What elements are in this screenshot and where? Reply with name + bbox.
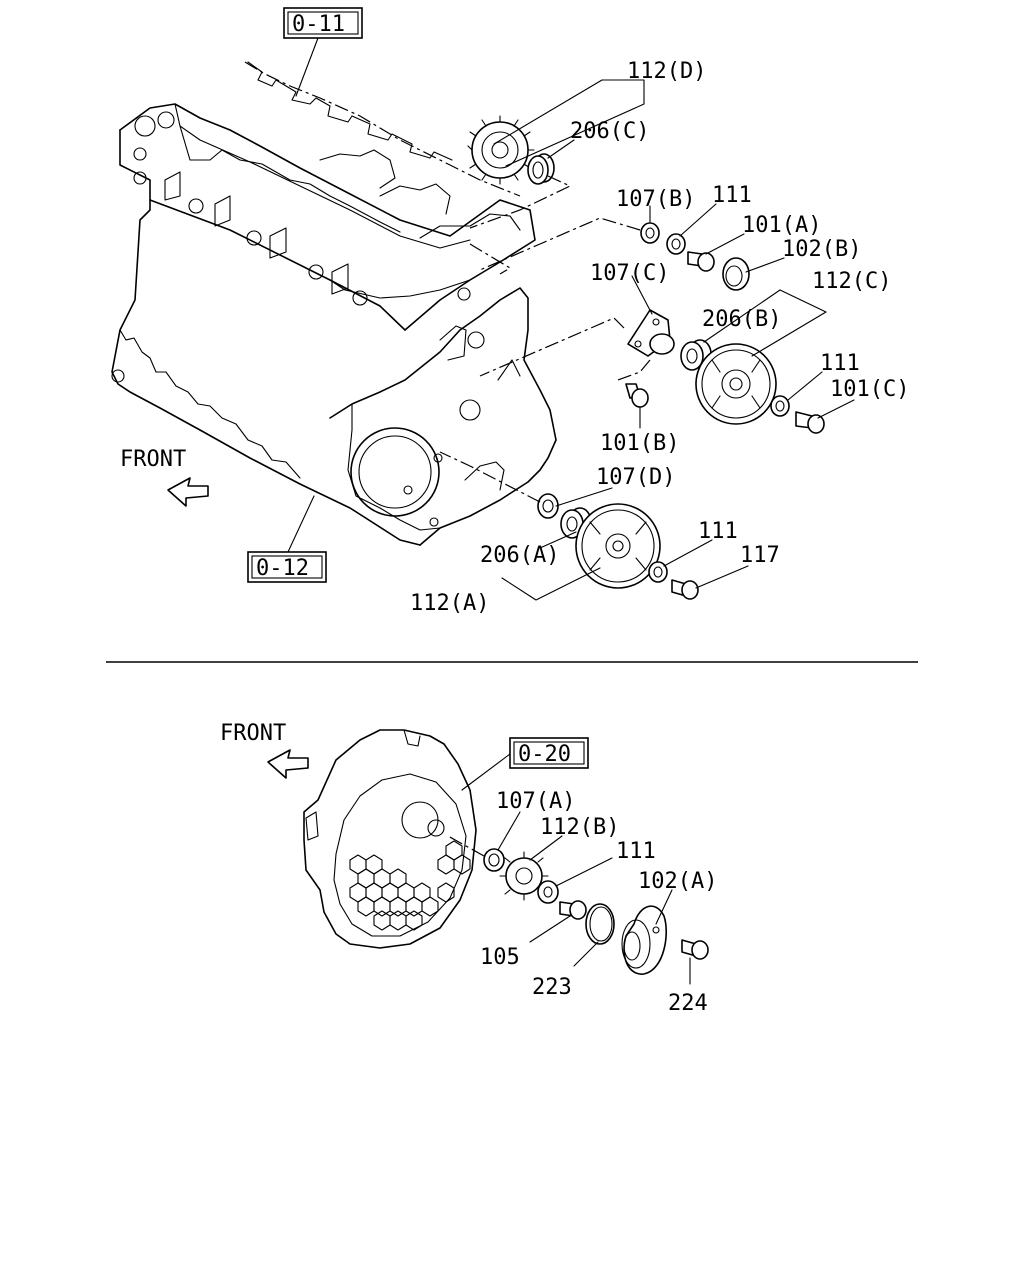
cover-102b[interactable] [722,257,750,291]
label-111-c: 111 [698,519,738,544]
label-105: 105 [480,945,520,970]
label-102a: 102(A) [638,869,717,894]
front-label-lower: FRONT [220,721,286,746]
gear-112b[interactable] [499,851,549,901]
label-107b: 107(B) [616,187,695,212]
gear-112a[interactable] [575,503,661,589]
stud-107d[interactable] [537,493,559,519]
ref-box-0-12[interactable]: 0-12 [247,551,327,583]
label-206c: 206(C) [570,119,649,144]
label-102b: 102(B) [782,237,861,262]
label-101b: 101(B) [600,431,679,456]
stud-107b[interactable] [640,222,660,244]
upper-diagram: 0-11 [111,7,909,616]
ref-box-0-20[interactable]: 0-20 [509,737,589,769]
ref-0-11-text: 0-11 [292,12,345,37]
bolt-105[interactable] [559,900,587,920]
washer-111-lower[interactable] [537,880,559,904]
label-111-b: 111 [820,351,860,376]
bolt-101b[interactable] [625,383,649,408]
bracket-107c[interactable] [627,309,675,357]
ref-0-20-text: 0-20 [518,742,571,767]
label-117: 117 [740,543,780,568]
front-label-upper: FRONT [120,447,186,472]
label-112b: 112(B) [540,815,619,840]
flywheel-housing [303,729,477,949]
gear-112c[interactable] [695,343,777,425]
label-206a: 206(A) [480,543,559,568]
label-112a: 112(A) [410,591,489,616]
washer-111-mid[interactable] [770,395,790,417]
label-206b: 206(B) [702,307,781,332]
oring-223[interactable] [585,903,615,945]
ref-0-12-text: 0-12 [256,556,309,581]
washer-111-bottom[interactable] [648,561,668,583]
bolt-224[interactable] [681,939,709,960]
bolt-101a[interactable] [687,251,715,272]
label-101c: 101(C) [830,377,909,402]
stud-107a[interactable] [483,848,505,872]
label-112c: 112(C) [812,269,891,294]
label-107c: 107(C) [590,261,669,286]
lower-diagram: FRONT 0-20 [220,721,717,1016]
label-224: 224 [668,991,708,1016]
front-arrow-upper-icon [167,477,209,507]
bushing-206c[interactable] [527,153,555,185]
front-arrow-lower-icon [267,749,309,779]
gear-112d[interactable] [467,115,535,185]
label-111-d: 111 [616,839,656,864]
cover-102a[interactable] [621,905,667,975]
engine-block [111,103,557,546]
bolt-101c[interactable] [795,411,825,434]
label-107d: 107(D) [596,465,675,490]
bolt-117[interactable] [671,579,699,600]
ref-box-0-11[interactable]: 0-11 [283,7,363,39]
washer-111-top[interactable] [666,233,686,255]
label-111-a: 111 [712,183,752,208]
label-112d: 112(D) [627,59,706,84]
label-107a: 107(A) [496,789,575,814]
label-101a: 101(A) [742,213,821,238]
label-223: 223 [532,975,572,1000]
